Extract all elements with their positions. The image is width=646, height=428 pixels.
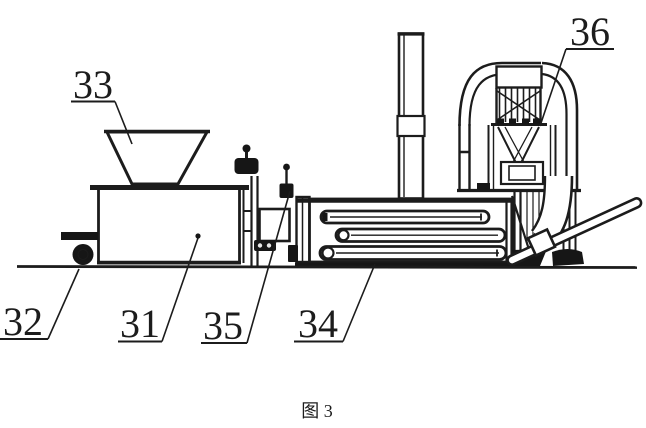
cyclone-right-foot	[552, 249, 584, 266]
callout-36-leader	[539, 48, 567, 127]
callout-35-label: 35	[203, 303, 243, 348]
elbow-pipe-inner	[531, 175, 547, 232]
dryer-inlet-valve	[279, 163, 294, 198]
elbow-fill	[532, 176, 572, 245]
callout-35-leader	[246, 190, 291, 344]
discharge-assembly	[506, 175, 643, 266]
callout-31-leader	[161, 236, 200, 342]
feed-hopper	[104, 129, 210, 186]
cyclone-foot-left	[477, 183, 490, 190]
figure-caption: 图 3	[301, 401, 333, 421]
pipe-joint-box	[526, 227, 557, 258]
cyclone-filter-section	[491, 88, 547, 126]
dryer-right-wall	[505, 199, 513, 262]
callout-33: 33	[71, 62, 133, 145]
callout-31: 31	[118, 233, 201, 346]
feeder-bracket	[61, 232, 98, 240]
cyclone-right-duct-outer	[541, 61, 579, 191]
cyclone-right-duct-inner	[541, 72, 568, 191]
callout-32-label: 32	[3, 299, 43, 344]
transfer-riser-pipe	[250, 176, 259, 266]
cyclone-left-wall	[458, 124, 471, 191]
transfer-assembly	[234, 144, 291, 266]
feeder-body	[97, 185, 241, 265]
cyclone-cone-section	[487, 125, 557, 190]
cyclone-top-header	[495, 65, 543, 89]
callout-32: 32	[0, 268, 80, 344]
cyclone-left-duct-outer	[458, 61, 541, 127]
callout-35: 35	[201, 190, 291, 348]
ground-line	[16, 265, 638, 269]
callout-33-label: 33	[73, 62, 113, 107]
dryer-tube-top	[319, 209, 491, 225]
callout-32-leader	[47, 268, 80, 340]
dryer-left-motor	[288, 245, 298, 262]
callout-31-label: 31	[120, 301, 160, 346]
pulley-block	[254, 240, 276, 251]
feeder-machine	[61, 129, 249, 265]
pulley-left	[257, 243, 263, 248]
chimney	[396, 32, 426, 200]
feeder-wheel	[72, 244, 94, 265]
callout-36: 36	[539, 9, 614, 127]
feeder-wheel-hub	[77, 249, 89, 260]
riser-knob	[242, 144, 251, 153]
pulley-right	[266, 243, 272, 248]
dryer-tube-middle	[334, 227, 507, 243]
callout-34-label: 34	[298, 301, 338, 346]
riser-cap	[234, 158, 259, 174]
callout-34: 34	[294, 263, 376, 346]
callout-34-leader	[342, 263, 376, 342]
callout-33-leader	[114, 101, 133, 145]
callout-36-label: 36	[570, 9, 610, 54]
junction-box	[258, 207, 291, 243]
cyclone-separator	[457, 61, 581, 193]
dryer-base	[295, 262, 521, 268]
chimney-joint-band	[396, 114, 426, 138]
callout-31-dot	[195, 233, 201, 239]
dryer-tube-bottom	[318, 245, 508, 261]
dryer-machine	[279, 163, 521, 268]
